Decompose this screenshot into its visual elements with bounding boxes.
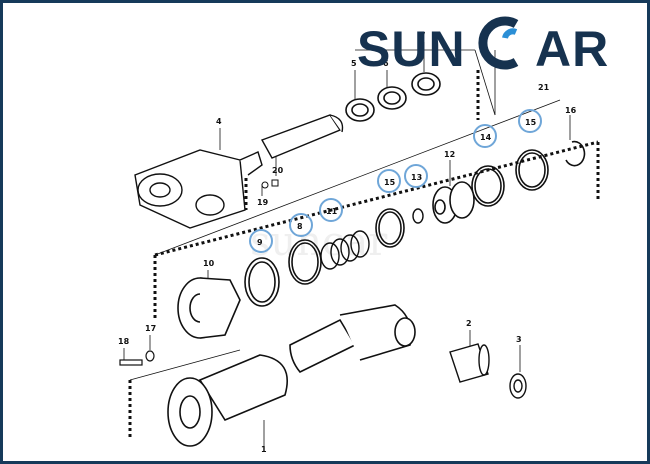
rod-eye-part (134, 114, 344, 229)
ring-9 (244, 257, 280, 307)
callout-11: 11 (326, 207, 338, 216)
bearing-3 (509, 373, 527, 399)
callout-5: 5 (351, 59, 357, 68)
callout-18: 18 (118, 337, 130, 346)
callout-13: 13 (411, 173, 422, 182)
callout-21: 21 (538, 83, 550, 92)
snap-ring-16 (565, 140, 586, 167)
cylinder-tube-1 (167, 304, 416, 447)
callout-20: 20 (272, 166, 284, 175)
callout-8: 8 (297, 222, 303, 231)
screw-20 (261, 179, 279, 189)
callout-7: 7 (420, 31, 426, 40)
callout-2: 2 (466, 319, 472, 328)
logo-text-left: SUN (357, 21, 466, 77)
callout-4: 4 (216, 117, 222, 126)
callout-16: 16 (565, 106, 577, 115)
cylinder-head-10 (177, 277, 241, 339)
highlight-circles (249, 109, 542, 253)
ring-14 (471, 165, 505, 207)
washer-17 (145, 350, 155, 362)
assembly-boundaries (128, 70, 600, 440)
o-ring-13 (412, 208, 424, 224)
callout-6: 6 (383, 59, 389, 68)
callout-17: 17 (145, 324, 156, 333)
watermark-text: suncar (250, 219, 388, 265)
bushing-2 (449, 343, 490, 383)
callout-14: 14 (480, 133, 492, 142)
seal-7 (411, 72, 441, 96)
callout-15-left: 15 (384, 178, 396, 187)
logo-text-right: AR (535, 21, 609, 77)
callout-1: 1 (261, 445, 267, 454)
callout-10: 10 (203, 259, 215, 268)
callout-3: 3 (516, 335, 522, 344)
callout-9: 9 (257, 238, 263, 247)
piston-12 (432, 181, 475, 224)
callout-labels: 1 2 3 4 5 6 7 8 9 10 11 12 13 14 15 15 1… (118, 31, 577, 454)
leader-lines (123, 42, 571, 448)
callout-12: 12 (444, 150, 455, 159)
callout-15-right: 15 (525, 118, 537, 127)
suncar-logo: SUN AR (357, 16, 609, 77)
seal-5 (345, 98, 375, 122)
ring-8 (288, 239, 322, 285)
ring-15-right (515, 149, 549, 191)
callout-19: 19 (257, 198, 269, 207)
seal-6 (377, 86, 407, 110)
bolt-18 (119, 359, 143, 366)
logo-c-icon (478, 16, 519, 70)
ring-15-left (375, 208, 405, 248)
